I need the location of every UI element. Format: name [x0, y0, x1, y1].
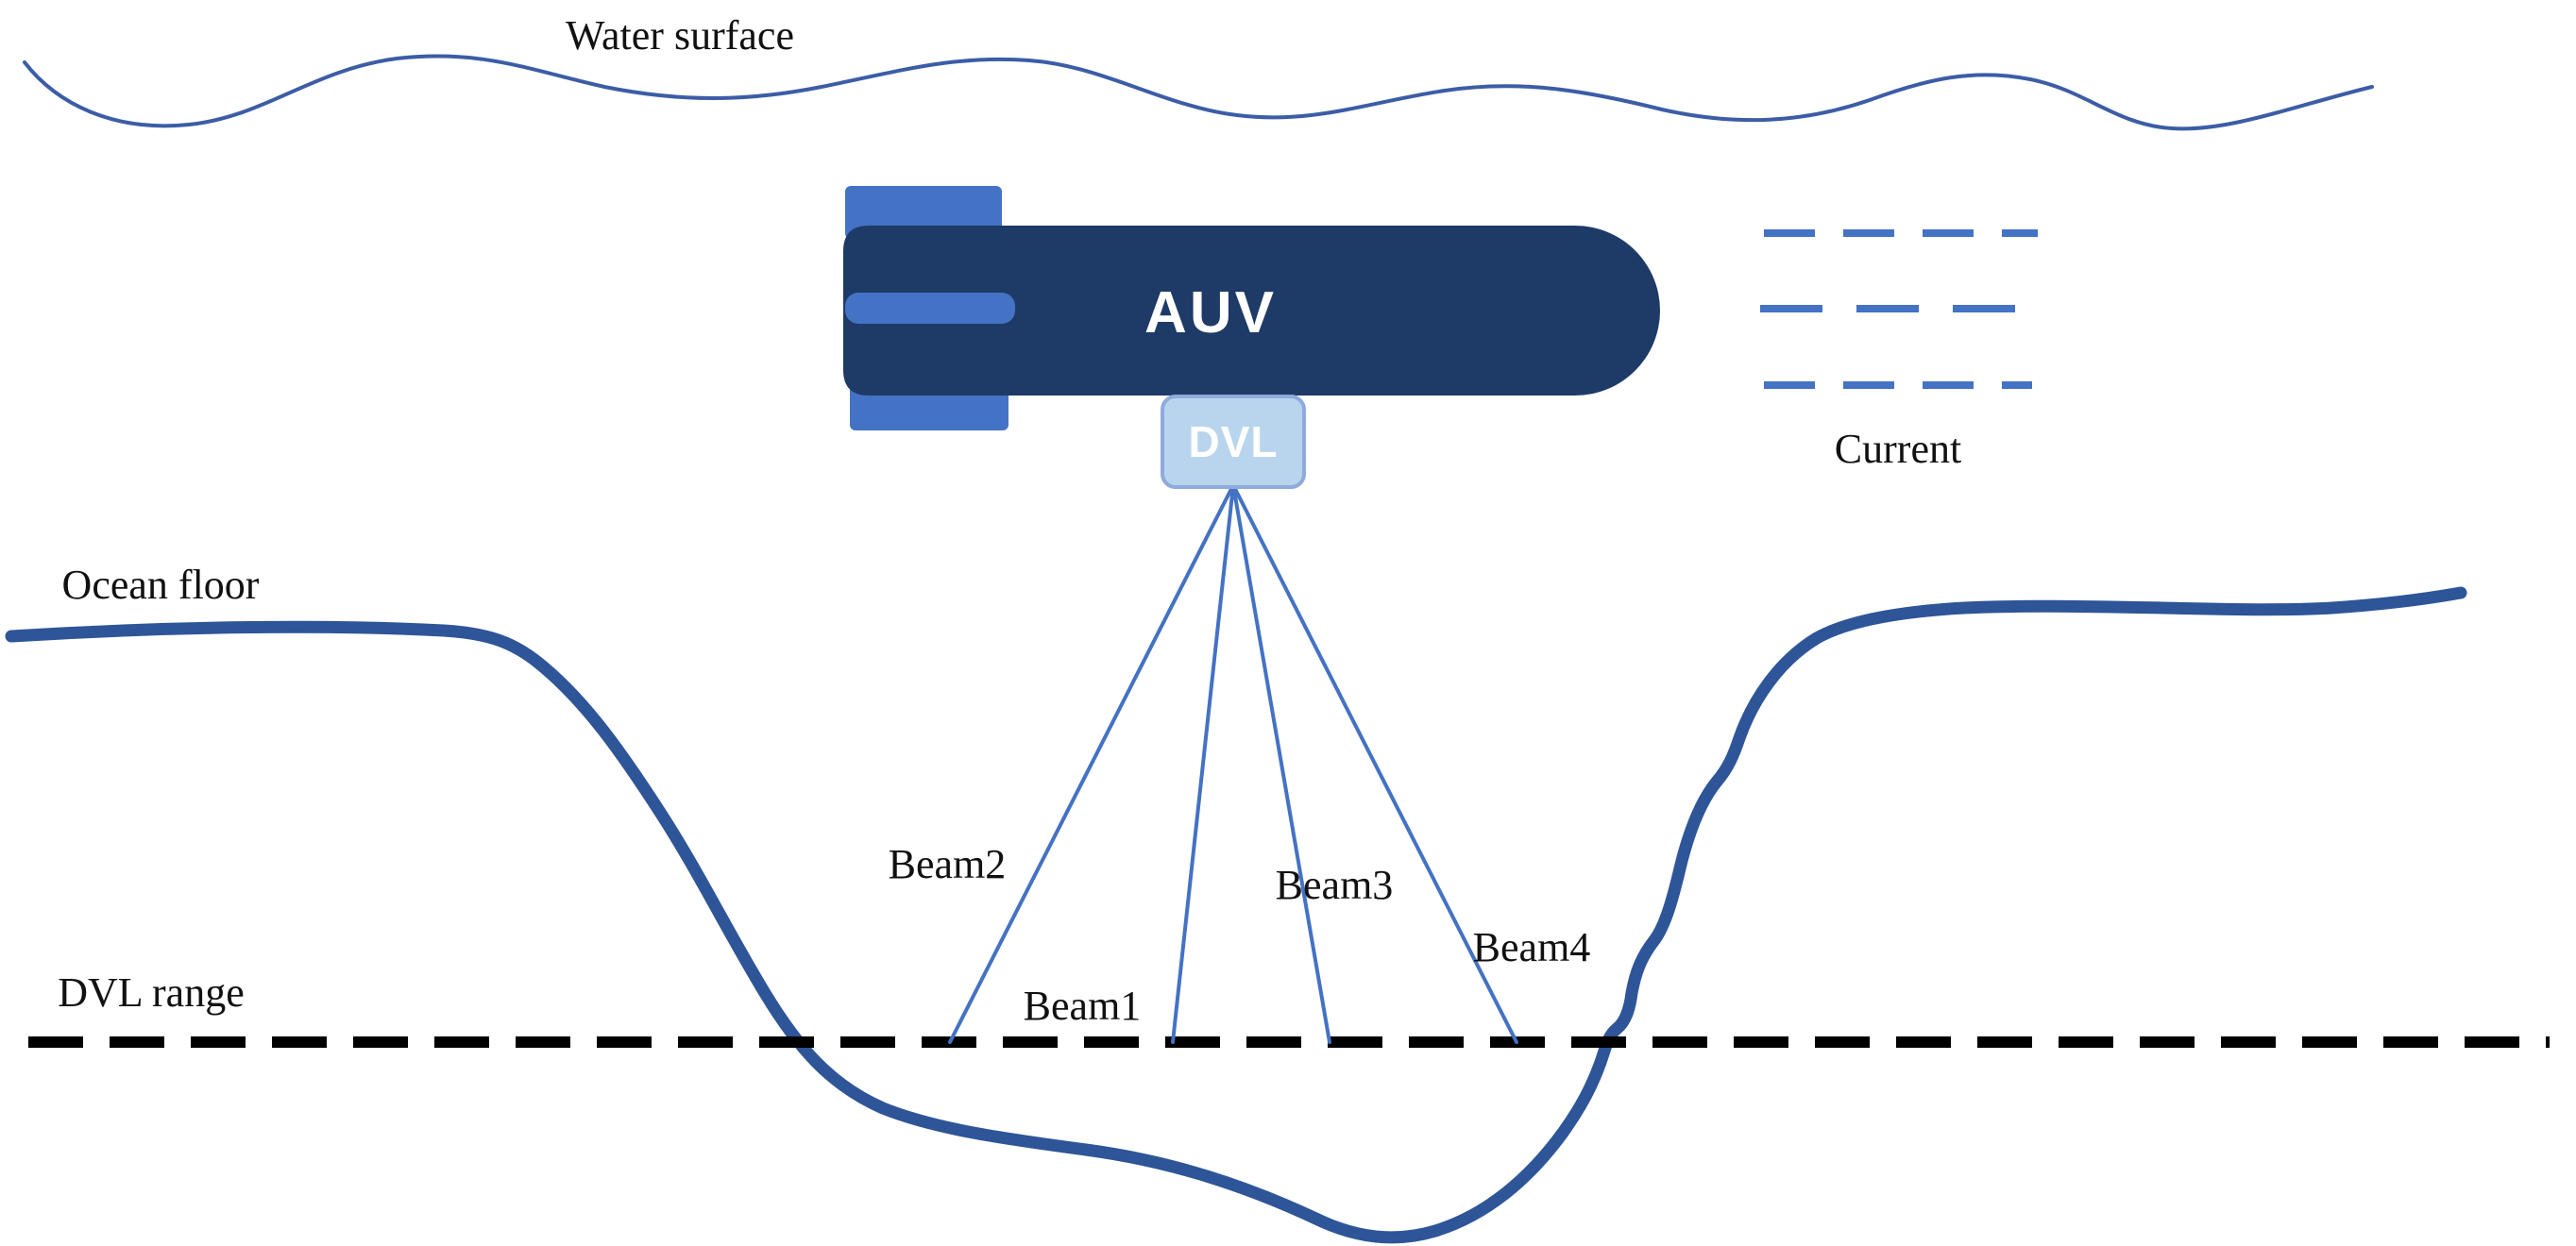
current-label: Current [1835, 426, 1961, 472]
ocean-floor-line [5, 586, 2467, 1244]
ocean-floor-label: Ocean floor [62, 562, 260, 608]
dvl-range-label: DVL range [58, 969, 245, 1016]
auv-side-stripe [845, 293, 1015, 324]
auv-vehicle: AUV [843, 186, 1660, 430]
beam1-line [1171, 483, 1235, 1044]
dvl-label: DVL [1189, 417, 1279, 466]
beam4-line [1231, 483, 1518, 1044]
beam3-label: Beam3 [1276, 862, 1394, 908]
auv-hull [843, 226, 1660, 396]
current-arrows: Current [1760, 229, 2043, 472]
beam1-label: Beam1 [1024, 983, 1142, 1029]
beam2-line [948, 483, 1235, 1044]
water-surface-line [23, 54, 2374, 131]
auv-label: AUV [1144, 280, 1277, 345]
beam4-label: Beam4 [1473, 924, 1591, 970]
dvl-beams [948, 483, 1518, 1044]
dvl-box [1161, 395, 1306, 489]
beam2-label: Beam2 [889, 841, 1007, 887]
water-surface-label: Water surface [566, 12, 794, 59]
dvl-sensor: DVL [1161, 395, 1306, 489]
beam3-line [1231, 483, 1331, 1044]
